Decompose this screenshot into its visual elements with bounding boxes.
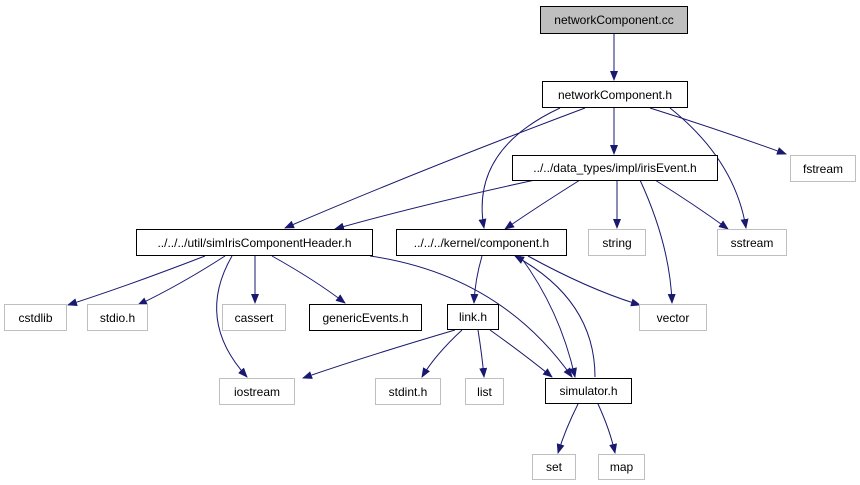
edge-link-simulator (489, 329, 553, 378)
edge-simulator-map (597, 403, 617, 454)
node-networkcomponent-h[interactable]: networkComponent.h (542, 81, 688, 108)
edge-netcomp-component (478, 107, 561, 229)
edge-component-link (470, 255, 483, 304)
edge-component-vector (527, 255, 641, 307)
edge-simulator-component (514, 255, 596, 378)
edge-simiris-genevents (271, 255, 346, 304)
node-irisevent-h[interactable]: ../../data_types/impl/irisEvent.h (512, 155, 718, 181)
edge-component-simulator (519, 255, 577, 378)
node-link-h[interactable]: link.h (447, 304, 499, 330)
edge-simulator-set (556, 403, 579, 454)
edge-netcomp-sstream (669, 107, 749, 229)
edge-simiris-simulator (369, 255, 573, 378)
edge-simiris-stdio (137, 255, 226, 306)
edge-link-iostream (302, 329, 456, 379)
edge-link-stdint (421, 329, 463, 378)
node-genericevents-h[interactable]: genericEvents.h (309, 304, 422, 331)
edge-netcomp-simiris (284, 107, 586, 229)
node-networkcomponent-cc[interactable]: networkComponent.cc (540, 6, 688, 34)
edge-irisevent-vector (639, 179, 676, 304)
edge-simiris-cstdlib (67, 255, 206, 307)
node-string[interactable]: string (588, 229, 646, 256)
edge-simiris-iostream (216, 255, 248, 378)
node-list[interactable]: list (465, 378, 504, 405)
node-simiriscomponentheader-h[interactable]: ../../../util/simIrisComponentHeader.h (136, 229, 373, 256)
node-sstream[interactable]: sstream (717, 229, 787, 256)
node-cstdlib[interactable]: cstdlib (4, 304, 67, 331)
node-cassert[interactable]: cassert (222, 304, 286, 331)
node-set[interactable]: set (532, 454, 576, 480)
edge-netcomp-fstream (649, 107, 787, 155)
node-vector[interactable]: vector (639, 304, 707, 331)
edge-irisevent-simiris (334, 179, 536, 231)
edge-link-list (477, 329, 488, 378)
node-stdint-h[interactable]: stdint.h (375, 378, 441, 405)
node-iostream[interactable]: iostream (219, 378, 295, 405)
edge-irisevent-component (504, 179, 581, 230)
node-stdio-h[interactable]: stdio.h (87, 304, 148, 331)
node-map[interactable]: map (598, 454, 645, 480)
node-fstream[interactable]: fstream (790, 155, 856, 182)
edge-irisevent-sstream (654, 179, 729, 230)
node-simulator-h[interactable]: simulator.h (545, 378, 632, 404)
node-component-h[interactable]: ../../../kernel/component.h (396, 229, 567, 256)
